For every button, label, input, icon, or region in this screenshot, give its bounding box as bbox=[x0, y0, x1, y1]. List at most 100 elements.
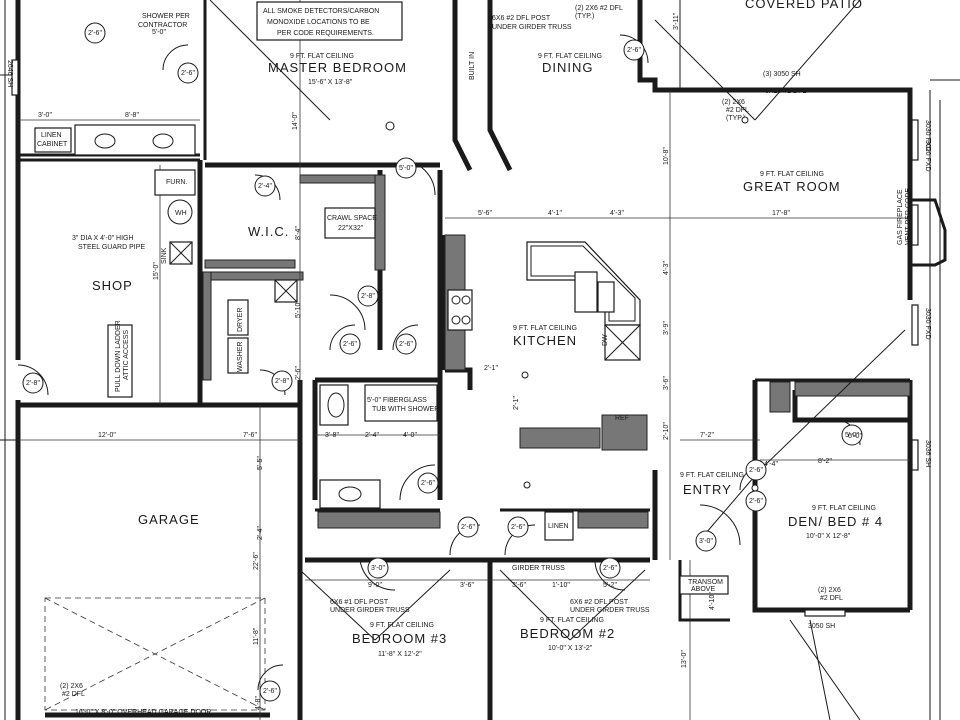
window-labels: 3030 FXD 3020 FXD 3030 FXD 3036 SH 3050 … bbox=[6, 59, 931, 630]
plan-text: CABINET bbox=[37, 141, 68, 148]
plan-text: 2'-6" bbox=[511, 524, 525, 531]
plan-text: 15'-0" bbox=[153, 262, 160, 280]
plan-text: 5'-0" bbox=[845, 432, 859, 439]
bed3-beam-2: UNDER GIRDER TRUSS bbox=[330, 607, 410, 614]
plan-text: 2'-10" bbox=[663, 422, 670, 440]
vanity bbox=[74, 124, 196, 156]
window-w1 bbox=[911, 119, 919, 161]
plan-text: WASHER bbox=[237, 342, 244, 372]
plan-text: 17'-8" bbox=[772, 210, 790, 217]
plan-text: CRAWL SPACE bbox=[327, 215, 377, 222]
plan-text: 2'-6" bbox=[421, 480, 435, 487]
plan-text: 3036 SH bbox=[924, 440, 931, 467]
door-tag-gar1: 2'-6" bbox=[259, 680, 281, 702]
door-tags: 2'-6" 2'-6" 2'-6" 5'-0" 2'-4" 2'-8" 2'-6… bbox=[22, 22, 863, 702]
plan-text: 7'-2" bbox=[700, 432, 714, 439]
fixtures: LINEN CABINET FURN. WH SINK CRAWL SPACE … bbox=[34, 124, 629, 541]
misc-notes: SHOWER PER CONTRACTOR 6X6 #2 DFL POST UN… bbox=[60, 5, 912, 716]
door-tag-entry: 3'-0" bbox=[695, 530, 717, 552]
patio-label: COVERED PATIO bbox=[745, 0, 863, 11]
linen-closet bbox=[544, 511, 574, 541]
header-top: (2) 2X6 #2 DFL bbox=[575, 5, 623, 12]
shower-note: SHOWER PER bbox=[142, 13, 190, 20]
plan-text: 1'-10" bbox=[552, 582, 570, 589]
plan-text: 5'-0" FIBERGLASS bbox=[367, 397, 427, 404]
door-tag-master: 2'-6" bbox=[177, 62, 199, 84]
plan-text: SINK bbox=[161, 247, 168, 264]
door-tag-den: 2'-6" bbox=[745, 459, 767, 481]
plan-text: 3'-6" bbox=[663, 376, 670, 390]
door-tag-shop: 2'-8" bbox=[22, 372, 44, 394]
cabinets bbox=[202, 174, 911, 529]
header-top-2: (TYP.) bbox=[575, 13, 594, 20]
plan-text: 5'-2" bbox=[603, 582, 617, 589]
door-tag-dining: 2'-6" bbox=[623, 39, 645, 61]
plan-text: 4'-3" bbox=[663, 261, 670, 275]
master-size: 15'-6" X 13'-8" bbox=[308, 79, 353, 86]
patio-window: (3) 3050 SH bbox=[763, 71, 801, 78]
window-w6 bbox=[11, 59, 19, 96]
plan-text: 10'-8" bbox=[663, 147, 670, 165]
washer bbox=[227, 337, 249, 374]
plan-text: 2'-6" bbox=[295, 366, 302, 380]
ladder-note: PULL DOWN LADDER bbox=[115, 320, 122, 392]
kitchen-island: DW bbox=[526, 241, 641, 361]
plan-text: 2'-6" bbox=[749, 467, 763, 474]
garage-hdr-2: #2 DFL bbox=[62, 691, 85, 698]
plan-text: 3'-0" bbox=[699, 538, 713, 545]
den-size: 10'-0" X 12'-8" bbox=[806, 533, 851, 540]
plan-text: 2'-6" bbox=[88, 30, 102, 37]
plan-text: ALL SMOKE DETECTORS/CARBON bbox=[263, 8, 379, 15]
plan-text: 2'-6" bbox=[399, 341, 413, 348]
builtin-note: BUILT IN bbox=[469, 52, 476, 80]
plan-text: 3'-0" bbox=[38, 112, 52, 119]
plan-text: 2'-6" bbox=[603, 565, 617, 572]
dimension-text: 3'-0" 8'-8" 5'-0" 5'-6" 4'-1" 4'-3" 17'-… bbox=[38, 12, 862, 710]
kitchen-label: KITCHEN bbox=[513, 333, 577, 348]
plan-text: 6'-0" bbox=[848, 433, 862, 440]
plan-text: 2646 SH bbox=[6, 60, 13, 87]
shop-label: SHOP bbox=[92, 278, 133, 293]
gas-fireplace: GAS FIREPLACE bbox=[897, 189, 904, 245]
great-room-label: GREAT ROOM bbox=[743, 179, 841, 194]
plan-text: LINEN bbox=[548, 523, 569, 530]
bedroom2-label: BEDROOM #2 bbox=[520, 626, 615, 641]
sink-icon bbox=[574, 271, 598, 313]
plan-text: 2'-4" bbox=[258, 183, 272, 190]
plan-text: DRYER bbox=[237, 308, 244, 332]
plan-text: MONOXIDE LOCATIONS TO BE bbox=[267, 19, 370, 26]
ref-label: REF bbox=[615, 415, 629, 422]
plan-text: 5'-5" bbox=[257, 456, 264, 470]
room-labels: 9 FT. FLAT CEILING MASTER BEDROOM 15'-6"… bbox=[92, 0, 882, 658]
plan-text: 2'-1" bbox=[513, 396, 520, 410]
plan-text: 3050 SH bbox=[808, 623, 835, 630]
plan-text: 4'-1" bbox=[548, 210, 562, 217]
door-tag-wic: 2'-4" bbox=[254, 175, 276, 197]
garage-door-note: 16'-0" X 8'-0" OVERHEAD GARAGE DOOR bbox=[75, 709, 211, 716]
door-tag-bath: 2'-6" bbox=[417, 472, 439, 494]
great-ceiling: 9 FT. FLAT CEILING bbox=[760, 171, 824, 178]
door-tag-mbath: 5'-0" bbox=[395, 157, 417, 179]
range-icon bbox=[447, 289, 473, 331]
bed2-size: 10'-0" X 13'-2" bbox=[548, 645, 593, 652]
plan-text: 3'-11" bbox=[673, 12, 680, 30]
window-w3 bbox=[911, 304, 919, 346]
plan-text: LINEN bbox=[41, 132, 62, 139]
plan-text: 14'-0" bbox=[292, 112, 299, 130]
plan-text: 22"X32" bbox=[338, 225, 364, 232]
door-tag-laundry: 2'-8" bbox=[357, 285, 379, 307]
dining-ceiling: 9 FT. FLAT CEILING bbox=[538, 53, 602, 60]
crawl-space bbox=[324, 207, 376, 239]
sink-icon-3 bbox=[338, 486, 362, 502]
dw-label: DW bbox=[602, 334, 609, 346]
door-tag-b2c: 2'-6" bbox=[507, 516, 529, 538]
plan-text: 2'-8" bbox=[26, 380, 40, 387]
plan-text: 5'-0" bbox=[152, 29, 166, 36]
bedroom3-label: BEDROOM #3 bbox=[352, 631, 447, 646]
plan-text: 3'-6" bbox=[460, 582, 474, 589]
linen-cabinet bbox=[34, 127, 72, 153]
plan-text: 2'-8" bbox=[275, 378, 289, 385]
dining-label: DINING bbox=[542, 60, 594, 75]
